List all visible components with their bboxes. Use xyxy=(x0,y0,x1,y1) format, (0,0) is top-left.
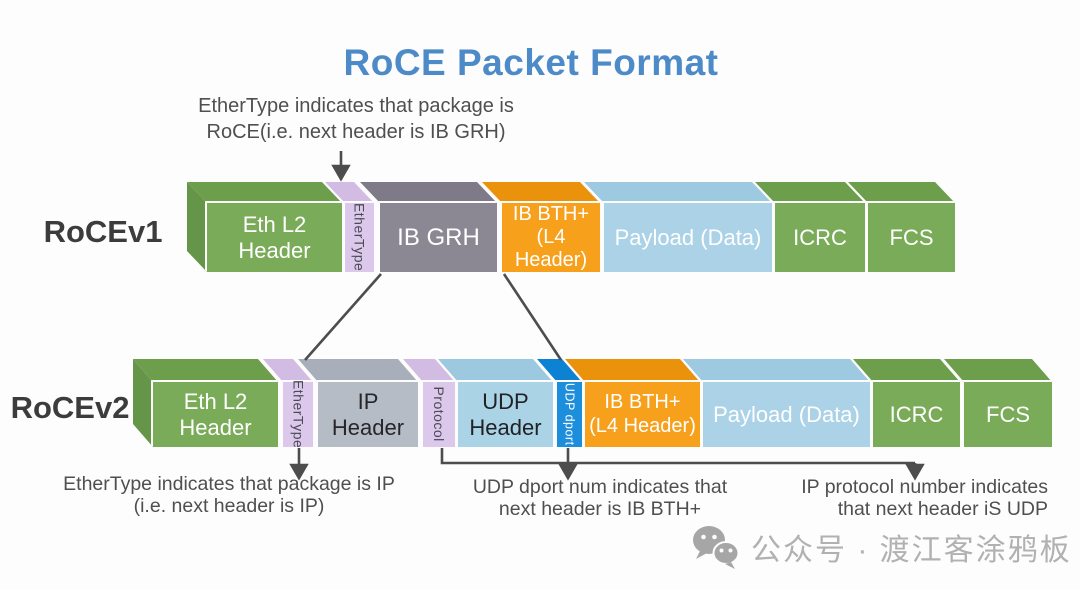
packet-segment-ethertype: EtherType xyxy=(325,182,374,272)
annotation-ethertype-ip: EtherType indicates that package is IP (… xyxy=(28,473,430,517)
annotation-line: EtherType indicates that package is IP xyxy=(63,473,395,495)
packet-segment-icrc: ICRC xyxy=(853,359,960,447)
segment-front-face: IB BTH+(L4 Header) xyxy=(502,203,600,272)
protocol-elbow-line xyxy=(440,448,915,465)
segment-label: Eth L2 xyxy=(242,211,307,237)
packet-segment-payload: Payload (Data) xyxy=(683,359,870,447)
segment-label: Header xyxy=(331,414,405,440)
segment-front-face: Protocol xyxy=(423,382,455,447)
annotation-line: IP protocol number indicates xyxy=(801,476,1048,498)
segment-front-face: EtherType xyxy=(345,203,374,272)
segment-label: IP xyxy=(357,388,379,414)
annotation-udp-dport: UDP dport num indicates that next header… xyxy=(450,476,750,520)
packet-segment-ib-grh: IB GRH xyxy=(360,182,497,272)
annotation-line: UDP dport num indicates that xyxy=(472,476,728,498)
segment-front-face: ICRC xyxy=(873,382,960,447)
segment-top-face xyxy=(482,182,600,203)
segment-label: FCS xyxy=(986,401,1030,427)
segment-top-face xyxy=(298,359,418,382)
page-title: RoCE Packet Format xyxy=(343,42,719,83)
segment-label: (L4 Header) xyxy=(514,225,588,272)
segment-top-face xyxy=(848,182,955,203)
watermark: 公众号 · 渡江客涂鸦板 xyxy=(688,523,1072,571)
segment-label: IB BTH+ xyxy=(604,391,681,414)
packet-segment-fcs: FCS xyxy=(944,359,1052,447)
segment-top-face xyxy=(133,359,278,382)
packet-segment-fcs: FCS xyxy=(848,182,955,272)
segment-label: ICRC xyxy=(889,401,944,427)
row-label-rocev1: RoCEv1 xyxy=(43,214,163,249)
segment-label: Eth L2 xyxy=(183,388,248,414)
segment-top-face xyxy=(187,182,342,203)
segment-top-face xyxy=(360,182,497,203)
packet-segment-icrc: ICRC xyxy=(755,182,865,272)
row-label-rocev2: RoCEv2 xyxy=(10,390,130,425)
packet-segment-protocol: Protocol xyxy=(403,359,455,447)
segment-label: Header xyxy=(238,237,311,263)
segment-front-face: UDP dport xyxy=(557,382,582,447)
segment-top-face xyxy=(683,359,870,382)
annotation-line: that next header iS UDP xyxy=(837,498,1048,520)
annotation-line: RoCE(i.e. next header is IB GRH) xyxy=(206,121,506,143)
segment-front-face: Payload (Data) xyxy=(703,382,870,447)
segment-top-face xyxy=(944,359,1052,382)
annotation-line: EtherType indicates that package is xyxy=(198,95,514,117)
segment-label: Header xyxy=(179,414,252,440)
segment-label: Protocol xyxy=(431,386,448,443)
segment-label: IB BTH+ xyxy=(512,202,590,225)
segment-front-face: FCS xyxy=(964,382,1052,447)
packet-segment-ib-bth: IB BTH+(L4 Header) xyxy=(482,182,600,272)
packet-segment-payload: Payload (Data) xyxy=(584,182,772,272)
segment-front-face: Payload (Data) xyxy=(604,203,772,272)
segment-front-face: ICRC xyxy=(775,203,865,272)
segment-label: Payload (Data) xyxy=(614,224,762,250)
segment-label: Payload (Data) xyxy=(713,401,860,427)
segment-front-face: EtherType xyxy=(283,380,313,449)
segment-label: UDP dport xyxy=(562,383,577,446)
segment-front-face: FCS xyxy=(868,203,955,272)
segment-front-face: IB BTH+(L4 Header) xyxy=(585,382,700,447)
segment-top-face xyxy=(565,359,700,382)
segment-label: ICRC xyxy=(793,224,847,250)
segment-label: Header xyxy=(469,414,542,440)
segment-top-face xyxy=(584,182,772,203)
segment-top-face xyxy=(438,359,553,382)
packet-segment-ib-bth: IB BTH+(L4 Header) xyxy=(565,359,700,447)
arrowhead xyxy=(331,164,351,182)
segment-label: EtherType xyxy=(351,203,368,272)
segment-label: UDP xyxy=(482,388,529,414)
diagonal-right-line xyxy=(502,273,563,361)
segment-front-face: IB GRH xyxy=(380,203,497,272)
annotation-ethertype-roce: EtherType indicates that package is RoCE… xyxy=(156,93,556,145)
annotation-ip-protocol: IP protocol number indicates that next h… xyxy=(748,476,1048,520)
wechat-icon xyxy=(693,526,740,569)
segment-label: FCS xyxy=(889,224,934,250)
watermark-text: 公众号 · 渡江客涂鸦板 xyxy=(751,534,1072,567)
packet-segment-udp-dport: UDP dport xyxy=(537,359,582,447)
annotation-line: next header is IB BTH+ xyxy=(498,498,702,520)
segment-top-face xyxy=(755,182,865,203)
packet-segment-ethertype: EtherType xyxy=(263,359,313,449)
segment-label: (L4 Header) xyxy=(589,414,696,437)
diagonal-left-line xyxy=(304,273,382,361)
annotation-line: (i.e. next header is IP) xyxy=(133,495,325,517)
segment-top-face xyxy=(853,359,960,382)
segment-label: IB GRH xyxy=(397,223,480,251)
segment-label: EtherType xyxy=(290,380,307,449)
